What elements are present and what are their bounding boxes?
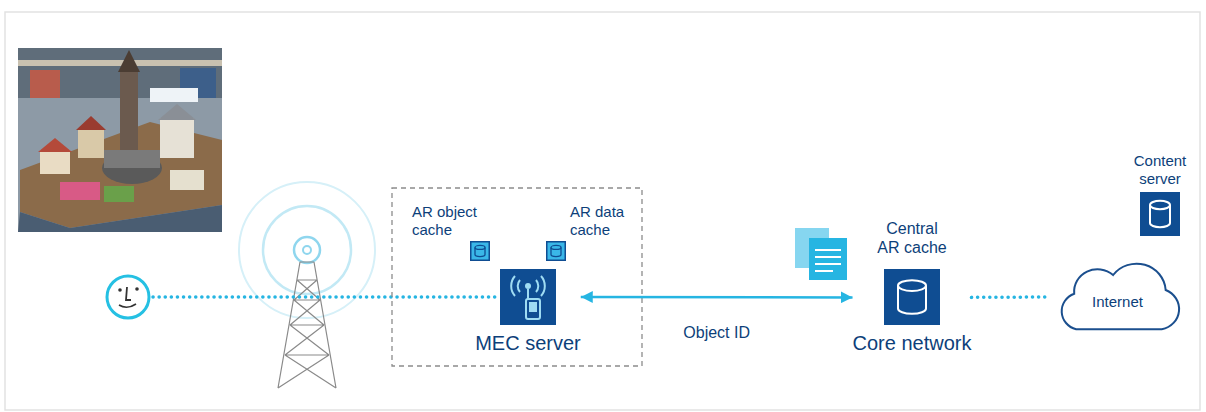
edge-label: Object ID — [680, 323, 753, 342]
node-label: Core network — [853, 331, 972, 355]
ar-model-photo-polygon — [38, 138, 72, 152]
server-node: AR data cache — [546, 203, 640, 261]
network-link — [971, 295, 1045, 299]
user-face — [107, 276, 149, 318]
cloud-node: Internet — [1045, 260, 1190, 334]
edge-site-frame — [392, 188, 642, 366]
access-link — [153, 295, 498, 299]
node-label: MEC server — [475, 331, 581, 355]
ar-model-photo-rect — [40, 150, 70, 174]
radio-tower — [239, 182, 375, 388]
radio-tower-circle — [263, 206, 351, 294]
mec-symbol-rect — [526, 299, 540, 319]
cache-icon — [470, 241, 490, 261]
server-node: MEC server — [475, 269, 581, 355]
cache-icon — [546, 241, 566, 261]
document-icon-path — [815, 250, 841, 271]
server-node: Content server — [1125, 152, 1195, 236]
cache-symbol — [546, 241, 566, 261]
ar-model-photo-rect — [30, 70, 60, 98]
user-face-circle — [135, 287, 139, 291]
ar-model-photo-rect — [18, 48, 222, 232]
cache-symbol-rect — [547, 242, 566, 261]
radio-tower-circle — [294, 237, 320, 263]
node-label: AR data cache — [570, 203, 640, 239]
node-label: Content server — [1125, 152, 1195, 188]
radio-tower-circle — [303, 246, 311, 254]
cache-symbol-rect — [471, 242, 490, 261]
ar-model-photo-rect — [104, 150, 160, 168]
document-icon-rect — [809, 238, 847, 280]
db-symbol-ellipse — [1150, 201, 1170, 209]
ar-model-photo-rect — [78, 128, 104, 158]
db-symbol-ellipse — [898, 281, 926, 292]
ar-model-photo-rect — [120, 70, 138, 150]
server-node: Central AR cacheCore network — [853, 219, 972, 355]
user-face-circle — [118, 288, 122, 292]
cache-symbol — [470, 241, 490, 261]
node-label: Internet — [1092, 293, 1143, 311]
mec-symbol-line — [527, 289, 529, 299]
ar-model-photo-rect — [150, 88, 198, 102]
radio-tower-path — [278, 262, 336, 388]
server-node: AR object cache — [412, 203, 490, 261]
mec-icon — [500, 269, 556, 325]
cache-symbol-ellipse — [475, 245, 485, 249]
ar-model-photo-polygon — [118, 50, 140, 72]
db-symbol-rect — [1140, 192, 1180, 236]
node-label: Central AR cache — [876, 219, 948, 257]
cache-symbol-ellipse — [551, 245, 561, 249]
ar-model-photo-rect — [170, 170, 204, 190]
db-icon — [884, 269, 940, 325]
ar-model-photo-rect — [18, 60, 222, 66]
frame — [5, 12, 1200, 410]
db-symbol — [884, 269, 940, 325]
user-face-path — [119, 304, 136, 307]
cloud-outline-path — [1062, 264, 1179, 330]
db-icon — [1140, 192, 1180, 236]
db-symbol — [1140, 192, 1180, 236]
network-link — [581, 296, 853, 299]
node-label: AR object cache — [412, 203, 490, 239]
ar-model-photo-rect — [60, 182, 100, 200]
db-symbol-rect — [884, 269, 940, 325]
mec-symbol-rect — [529, 302, 537, 312]
mec-symbol-circle — [525, 283, 531, 289]
mec-symbol — [500, 269, 556, 325]
ar-model-photo-rect — [160, 118, 194, 158]
ar-model-photo-rect — [104, 186, 134, 202]
ar-model-photo-polygon — [18, 205, 222, 232]
mec-symbol-rect — [500, 269, 556, 325]
ar-model-photo — [18, 48, 222, 232]
document-icon — [795, 228, 847, 280]
ar-model-photo-polygon — [76, 116, 106, 130]
user-face-circle — [107, 276, 149, 318]
ar-model-photo-polygon — [158, 104, 196, 120]
user-face-path — [126, 287, 131, 300]
